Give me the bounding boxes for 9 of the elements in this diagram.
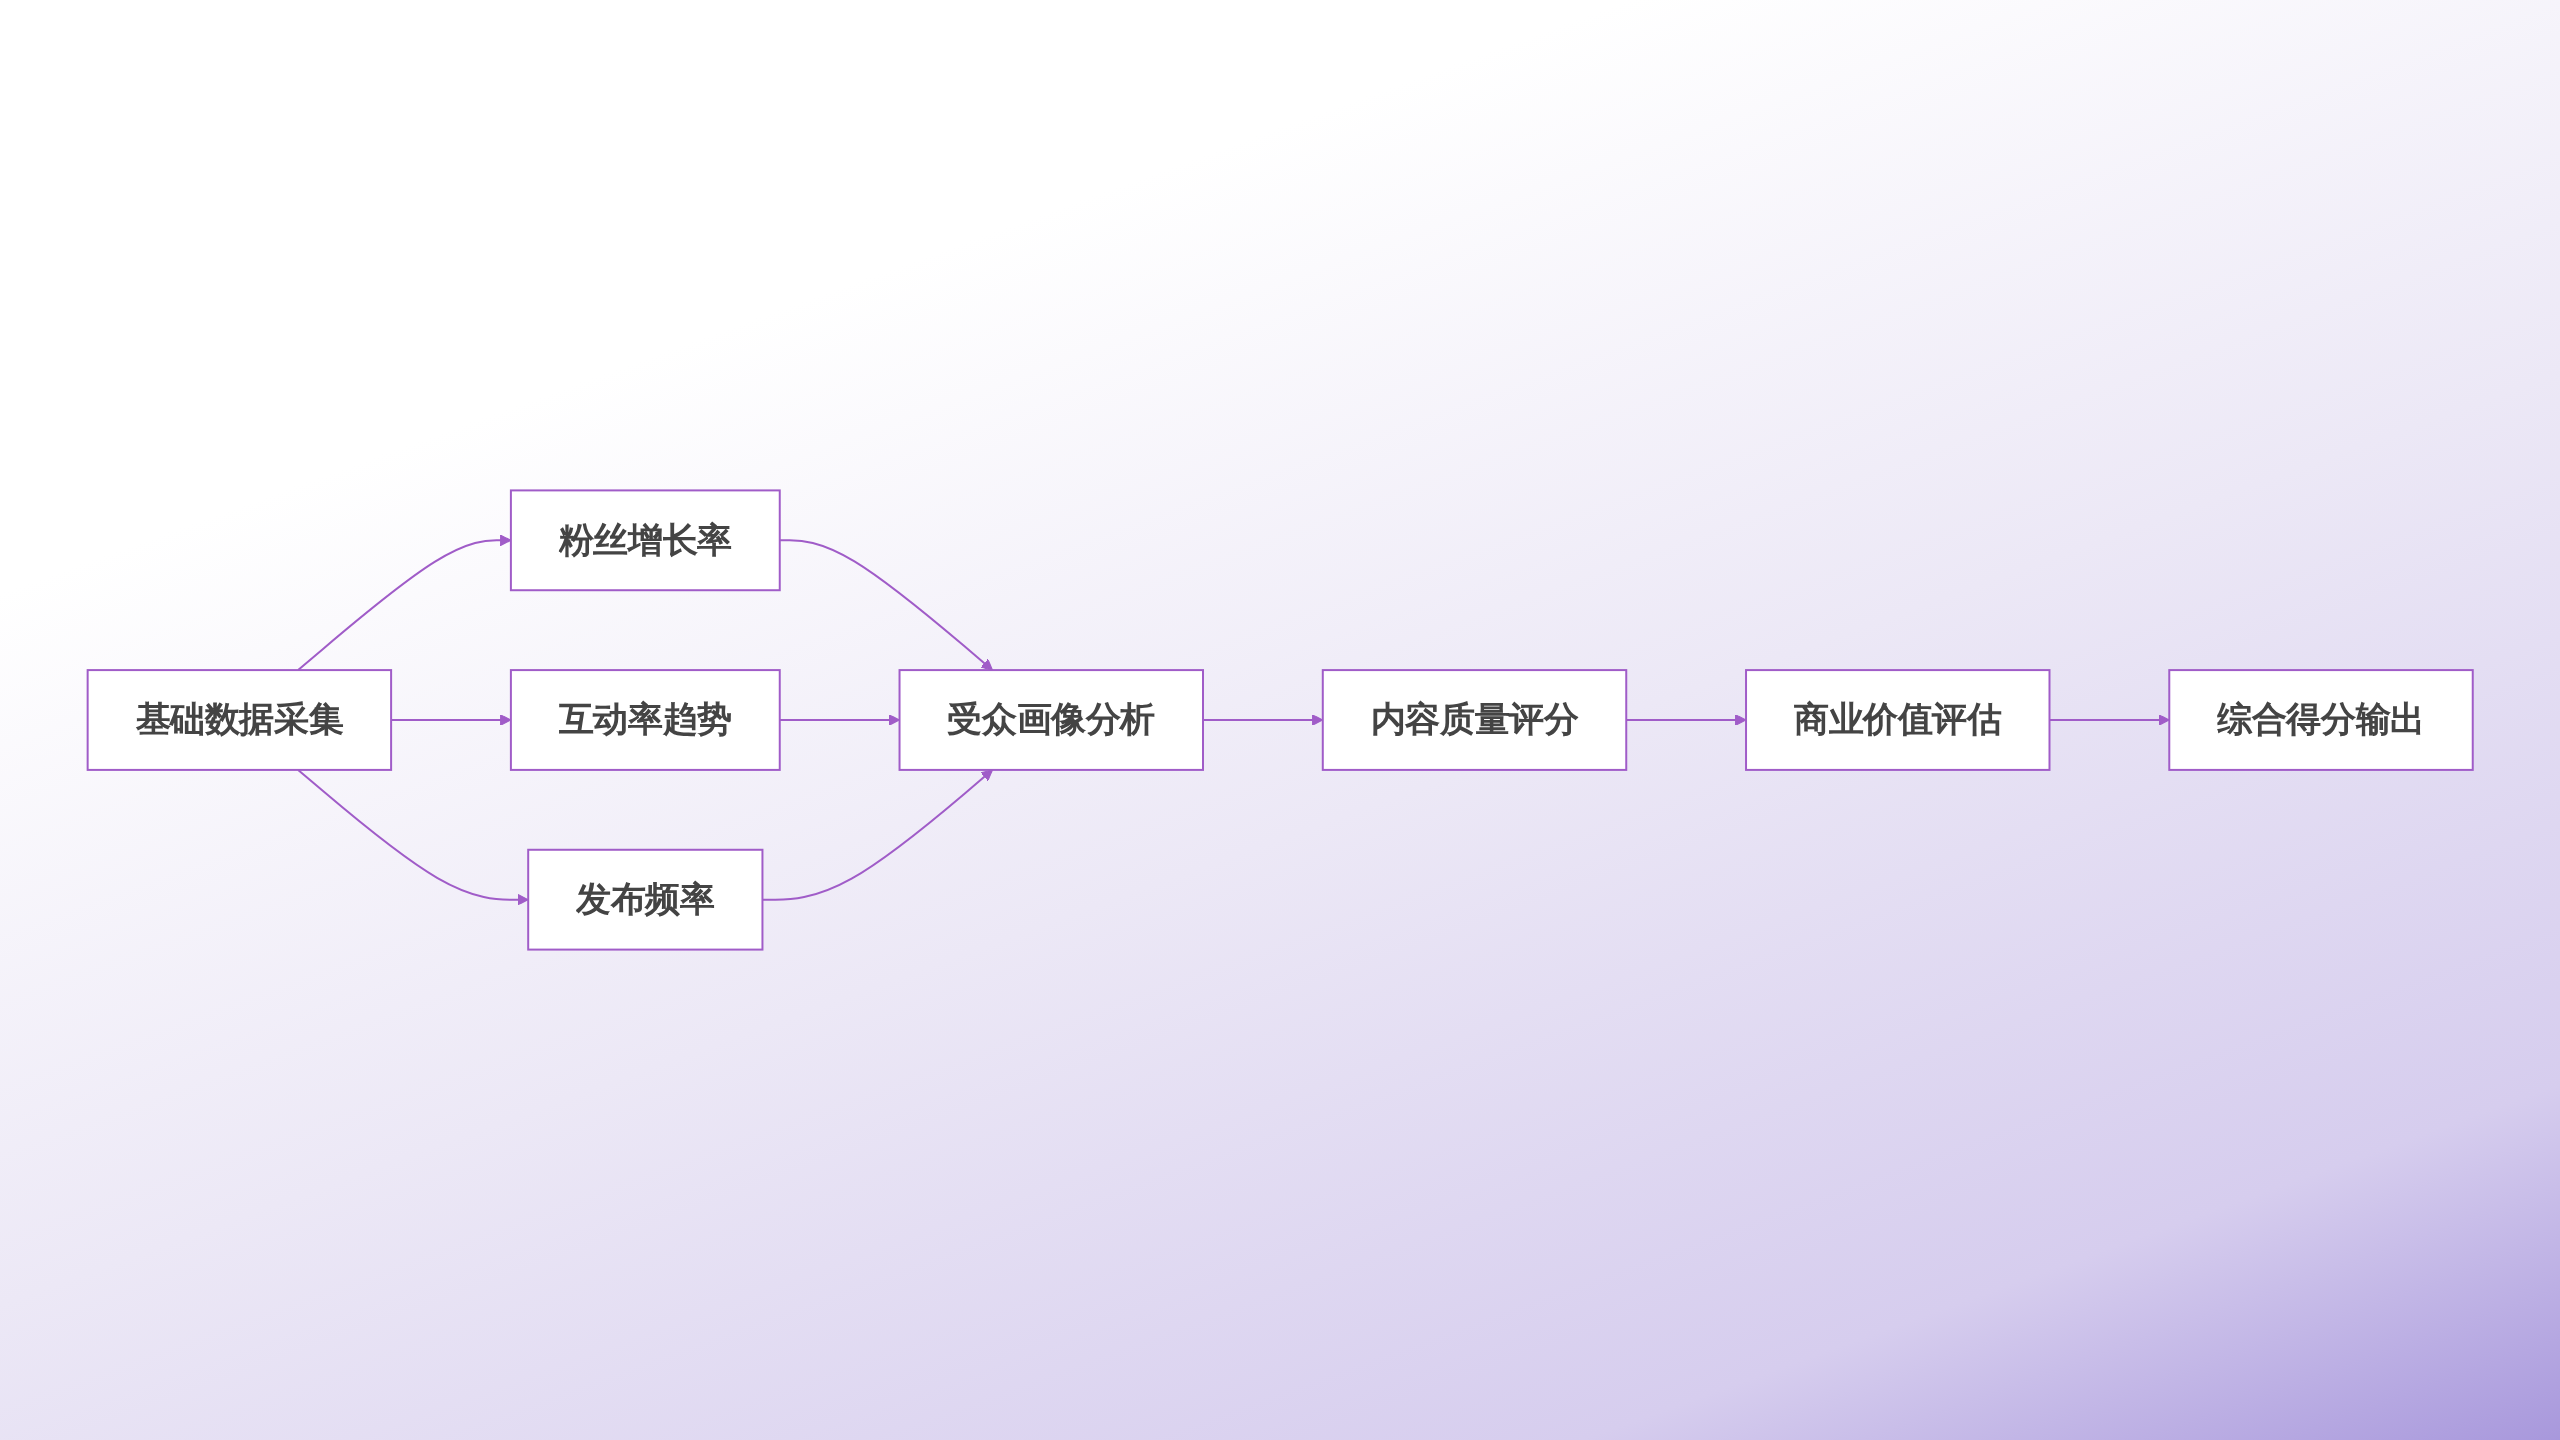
node-box: 商业价值评估 [1744,669,2051,771]
node-box: 内容质量评分 [1321,669,1628,771]
node-box: 互动率趋势 [509,669,781,771]
node-box: 基础数据采集 [86,669,392,771]
node-box: 粉丝增长率 [509,489,781,592]
arrow [296,768,529,906]
node-box: 发布频率 [527,848,764,951]
node-box: 综合得分输出 [2168,669,2474,771]
node-box: 受众画像分析 [898,669,1204,771]
